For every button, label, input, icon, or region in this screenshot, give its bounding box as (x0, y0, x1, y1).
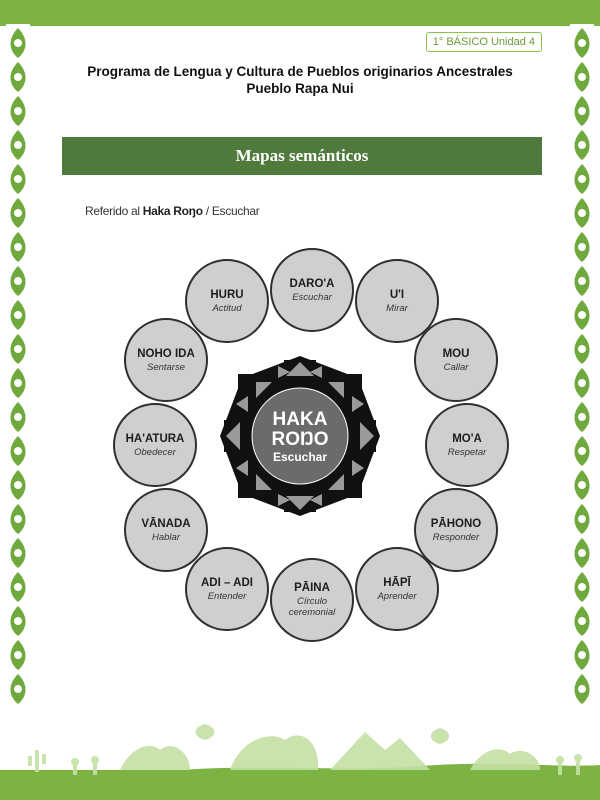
node-word: PĀHONO (430, 517, 482, 530)
program-title: Programa de Lengua y Cultura de Pueblos … (87, 64, 513, 79)
node-word: U'I (389, 288, 405, 301)
center-line-1: HAKA (272, 409, 328, 430)
concept-node: DARO'A Escuchar (270, 248, 354, 332)
program-subtitle: Pueblo Rapa Nui (246, 81, 354, 96)
concept-node: VĀNADA Hablar (124, 488, 208, 572)
node-translation: Círculo ceremonial (288, 596, 336, 618)
node-translation: Mirar (386, 302, 408, 314)
center-concept: HAKA ROŊO Escuchar (252, 409, 348, 465)
concept-node: HĀPĪ Aprender (355, 547, 439, 631)
center-line-3: Escuchar (272, 450, 328, 464)
node-translation: Callar (443, 361, 469, 373)
subtitle-term: Haka Roŋo (142, 204, 203, 218)
node-translation: Sentarse (146, 361, 186, 373)
node-translation: Entender (207, 590, 247, 602)
node-translation: Responder (432, 531, 480, 543)
node-word: NOHO IDA (137, 347, 195, 360)
section-title-bar: Mapas semánticos (62, 137, 542, 175)
concept-node: PĀHONO Responder (414, 488, 498, 572)
node-translation: Aprender (377, 590, 417, 602)
top-band (0, 0, 600, 26)
node-word: PĀINA (294, 582, 330, 594)
node-translation: Hablar (152, 531, 180, 543)
node-word: ADI – ADI (201, 576, 253, 589)
subtitle-suffix: / Escuchar (202, 204, 260, 218)
node-translation: Escuchar (292, 291, 332, 303)
center-line-2: ROŊO (271, 429, 329, 450)
node-word: HA'ATURA (125, 432, 185, 445)
node-translation: Obedecer (134, 446, 176, 458)
unit-badge: 1° BÁSICO Unidad 4 (425, 32, 542, 52)
concept-node: HURU Actitud (185, 259, 269, 343)
footer-landscape-illustration (0, 724, 600, 800)
node-word: HURU (210, 288, 244, 301)
concept-node: HA'ATURA Obedecer (113, 403, 197, 487)
concept-node: ADI – ADI Entender (185, 547, 269, 631)
diagram-subtitle: Referido al Haka Roŋo / Escuchar (85, 204, 260, 218)
concept-node: MO'A Respetar (425, 403, 509, 487)
node-translation: Actitud (212, 302, 242, 314)
node-word: HĀPĪ (383, 576, 411, 589)
left-border-ornament (6, 24, 30, 724)
node-translation: Respetar (447, 446, 487, 458)
concept-node: MOU Callar (414, 318, 498, 402)
right-border-ornament (570, 24, 594, 724)
node-word: MOU (442, 347, 470, 360)
node-word: DARO'A (289, 277, 335, 290)
subtitle-prefix: Referido al (85, 204, 143, 218)
concept-node: U'I Mirar (355, 259, 439, 343)
center-ornament (220, 356, 380, 516)
node-word: MO'A (452, 432, 482, 445)
concept-node: NOHO IDA Sentarse (124, 318, 208, 402)
node-word: VĀNADA (141, 517, 191, 530)
concept-node: PĀINA Círculo ceremonial (270, 558, 354, 642)
